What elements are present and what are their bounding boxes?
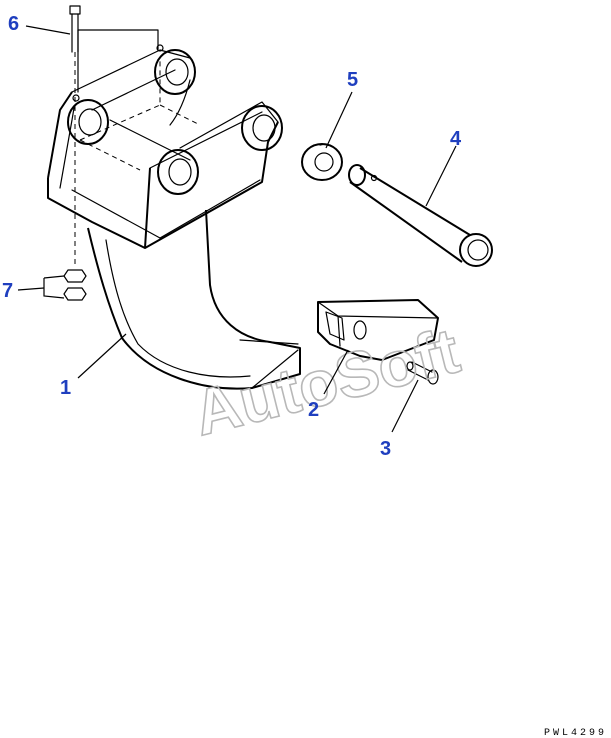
- upper-rear-boss: [154, 49, 196, 95]
- leader-5: [325, 91, 353, 149]
- callout-4[interactable]: 4: [450, 128, 462, 150]
- callout-7[interactable]: 7: [2, 280, 13, 302]
- watermark: AutoSoft: [186, 314, 466, 449]
- lower-front-boss: [157, 149, 199, 195]
- lower-rear-boss: [241, 105, 283, 151]
- nut-upper[interactable]: [63, 269, 87, 283]
- ripper-tooth[interactable]: [317, 299, 439, 361]
- tooth-pin[interactable]: [406, 361, 439, 385]
- nut-lower[interactable]: [63, 287, 87, 301]
- bolt[interactable]: [69, 5, 81, 268]
- leader-7: [17, 287, 45, 291]
- callout-2[interactable]: 2: [308, 399, 319, 421]
- leader-4: [425, 145, 457, 207]
- callout-1[interactable]: 1: [60, 377, 71, 399]
- callout-5[interactable]: 5: [347, 69, 358, 91]
- ripper-shank[interactable]: [87, 209, 301, 390]
- upper-front-boss: [67, 99, 109, 145]
- bolt-hole-top: [156, 44, 164, 52]
- leader-6: [25, 25, 71, 35]
- leader-7-bracket: [43, 275, 65, 299]
- drawing-code: PWL4299: [544, 728, 607, 738]
- washer[interactable]: [301, 143, 343, 181]
- callout-3[interactable]: 3: [380, 438, 391, 460]
- leader-2: [323, 349, 349, 395]
- bolt-hole-front: [72, 94, 80, 102]
- pin[interactable]: [348, 164, 493, 267]
- callout-6[interactable]: 6: [8, 13, 19, 35]
- leader-1: [77, 333, 127, 379]
- leader-3: [391, 379, 419, 433]
